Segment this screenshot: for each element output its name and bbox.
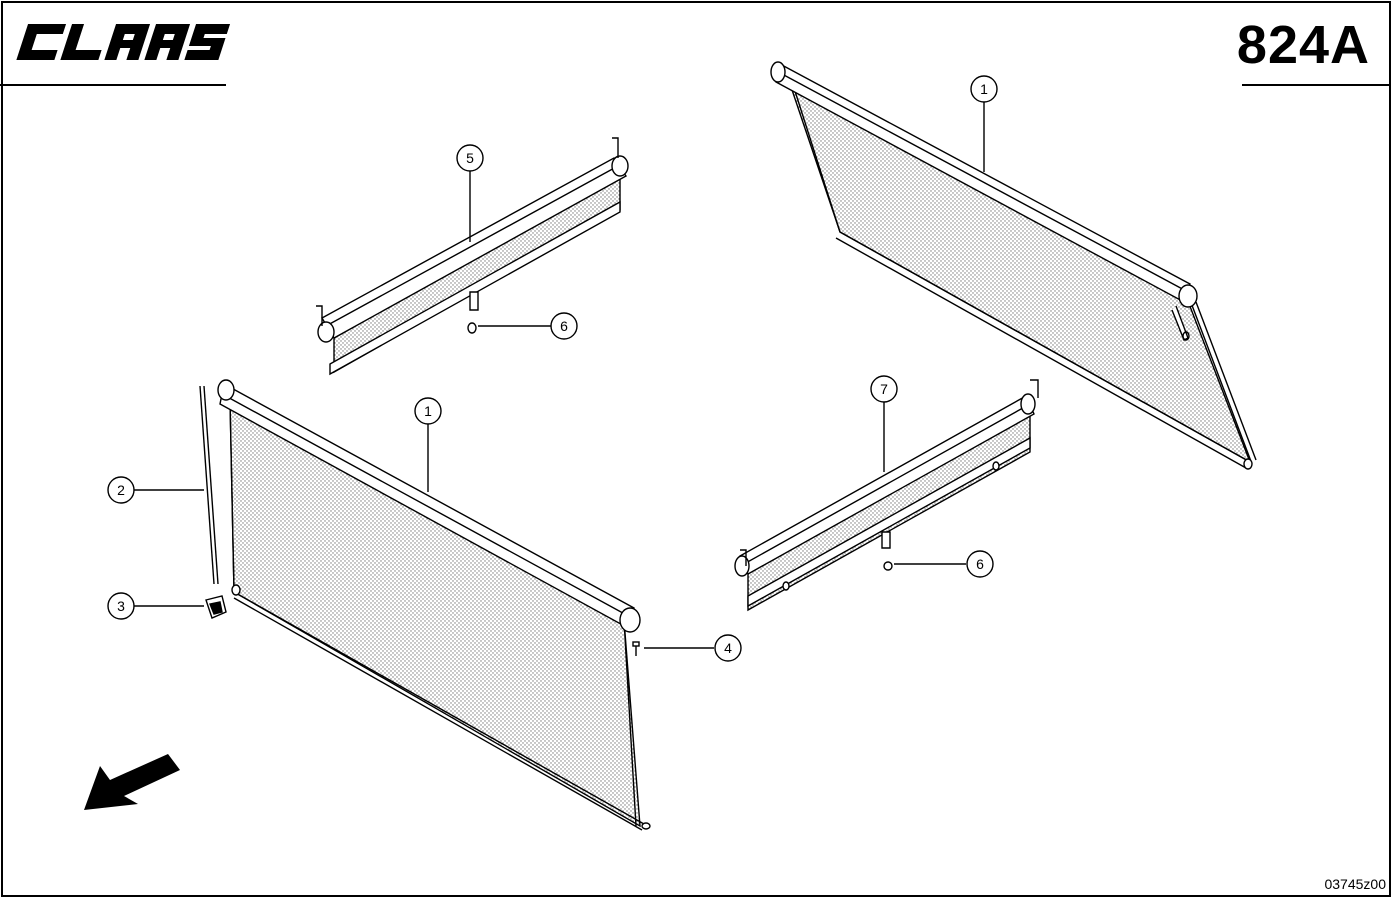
svg-text:4: 4: [724, 640, 732, 656]
callout-6b: 6: [966, 550, 994, 578]
callout-5: 5: [456, 144, 484, 172]
page-code-underline: [1242, 84, 1390, 86]
callout-1b: 1: [414, 397, 442, 425]
callout-4: 4: [714, 634, 742, 662]
callout-3: 3: [107, 592, 135, 620]
blind-assembly-5: [316, 137, 629, 376]
blind-assembly-7: [734, 379, 1039, 612]
arrow-down-left-icon: [84, 754, 180, 810]
callout-1a: 1: [970, 75, 998, 103]
drawing-number: 03745z00: [1324, 876, 1386, 892]
svg-text:6: 6: [976, 556, 984, 572]
svg-text:7: 7: [880, 381, 888, 397]
callout-2: 2: [107, 476, 135, 504]
leader-lines: [134, 102, 985, 649]
blind-assembly-1-upper: [770, 61, 1257, 470]
screw-part-4: [632, 641, 640, 656]
svg-text:6: 6: [560, 318, 568, 334]
blind-assembly-1-lower: [217, 379, 651, 831]
callout-6a: 6: [550, 312, 578, 340]
callout-7: 7: [870, 375, 898, 403]
clip-part-3: [205, 595, 227, 619]
svg-text:2: 2: [117, 482, 125, 498]
claas-logo: [16, 24, 231, 60]
svg-text:5: 5: [466, 150, 474, 166]
logo-underline: [0, 84, 226, 86]
svg-text:3: 3: [117, 598, 125, 614]
page-code: 824A: [1236, 15, 1370, 75]
rod-part-2: [199, 385, 219, 585]
svg-text:1: 1: [424, 403, 432, 419]
svg-text:1: 1: [980, 81, 988, 97]
